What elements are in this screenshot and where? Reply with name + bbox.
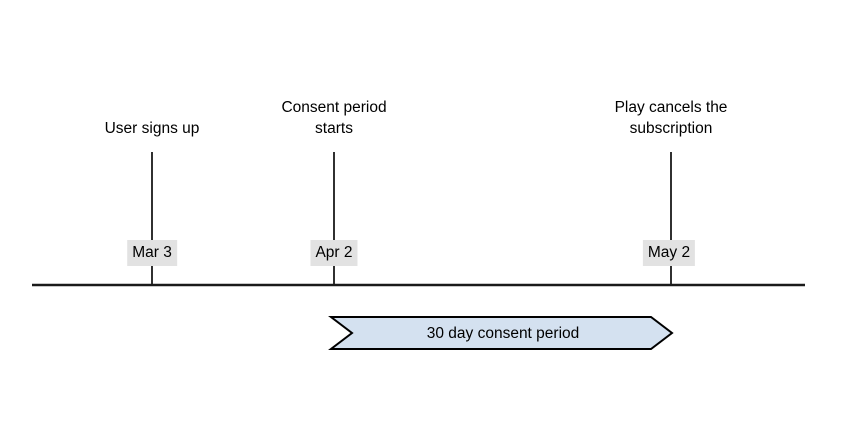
consent-period-banner-shape <box>328 316 674 350</box>
event-label-play-cancels-subscription: Play cancels the subscription <box>614 99 728 137</box>
consent-period-banner-label: 30 day consent period <box>426 325 580 342</box>
date-chip-may-2: May 2 <box>642 240 696 266</box>
event-label-consent-period-starts: Consent period starts <box>281 99 387 137</box>
date-chip-apr-2: Apr 2 <box>310 240 358 266</box>
date-chip-mar-3: Mar 3 <box>127 240 177 266</box>
event-label-user-signs-up: User signs up <box>104 120 200 137</box>
